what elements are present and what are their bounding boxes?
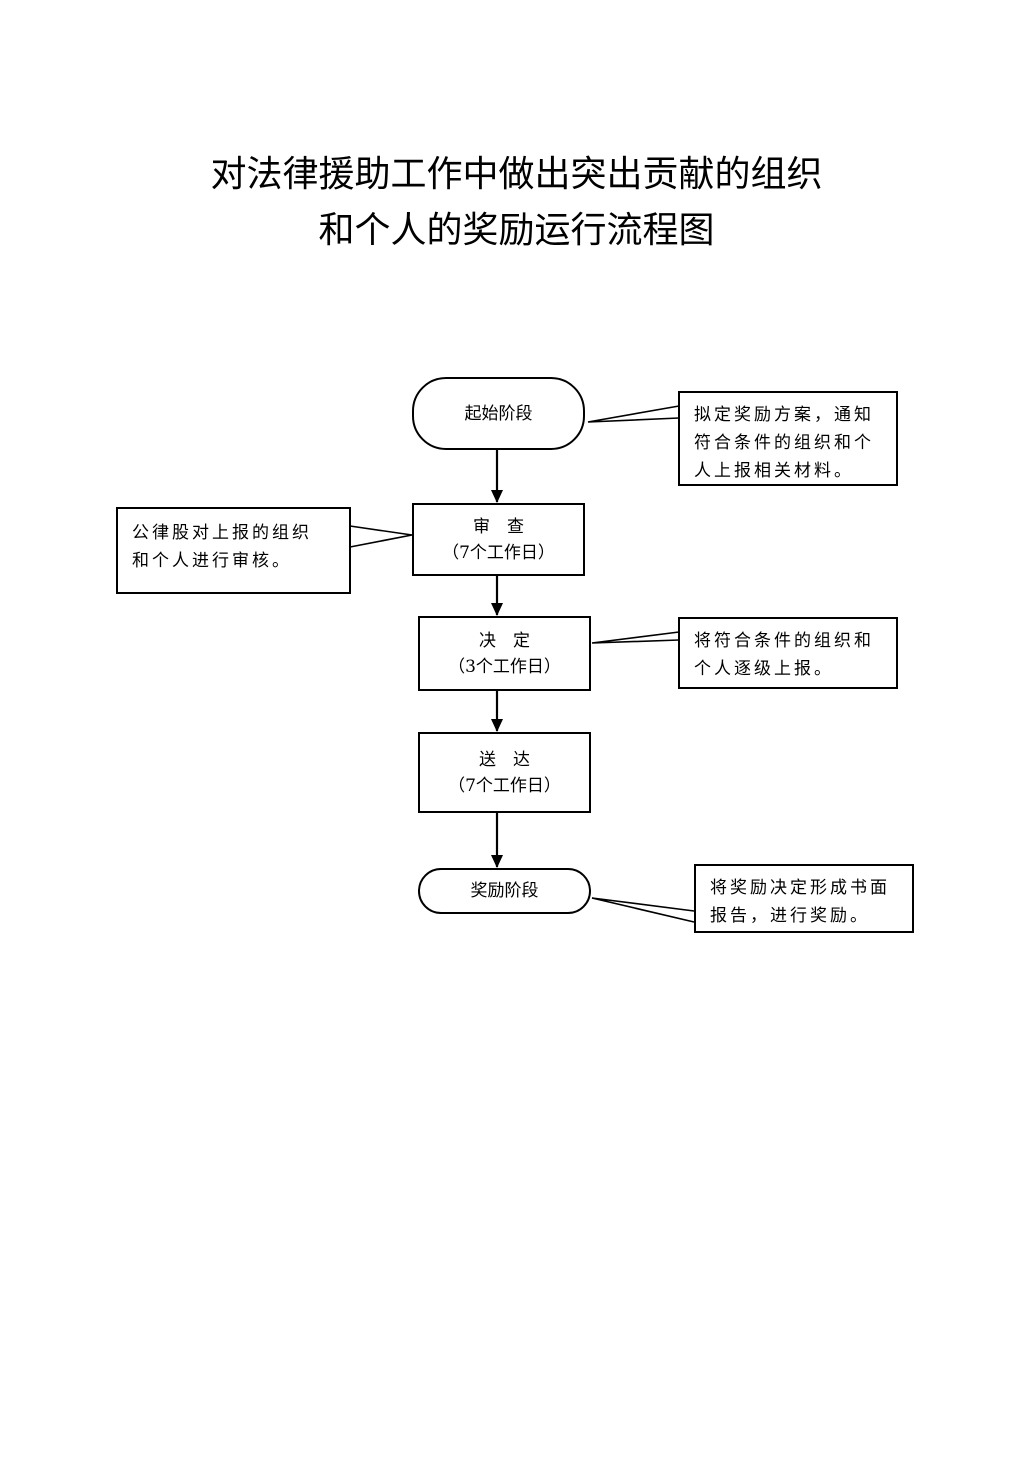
node-decide: 决 定 （3个工作日）	[418, 616, 591, 691]
node-start-stage: 起始阶段	[412, 377, 585, 450]
node-review-duration: （7个工作日）	[442, 542, 555, 563]
note-start-line-2: 符合条件的组织和个	[694, 433, 874, 453]
node-decide-duration: （3个工作日）	[448, 656, 561, 677]
note-start-line-3: 人上报相关材料。	[694, 461, 854, 481]
callout-pointer-start	[587, 405, 680, 423]
note-start-stage: 拟定奖励方案，通知 符合条件的组织和个 人上报相关材料。	[678, 391, 898, 486]
node-deliver-label: 送 达	[479, 749, 530, 770]
note-reward-line-1: 将奖励决定形成书面	[710, 878, 890, 898]
node-start-stage-label: 起始阶段	[464, 403, 533, 424]
node-review-label: 审 查	[473, 516, 524, 537]
note-review-line-1: 公律股对上报的组织	[132, 523, 312, 543]
note-review-line-2: 和个人进行审核。	[132, 551, 292, 571]
arrowhead-review-to-decide	[491, 603, 503, 616]
note-decide-line-2: 个人逐级上报。	[694, 659, 834, 679]
arrowhead-deliver-to-reward	[491, 855, 503, 868]
callout-pointer-review	[349, 525, 413, 548]
diagram-title-line-1: 对法律援助工作中做出突出贡献的组织	[210, 154, 823, 195]
note-reward-stage: 将奖励决定形成书面 报告，进行奖励。	[694, 864, 914, 933]
arrowhead-decide-to-deliver	[491, 719, 503, 732]
note-review: 公律股对上报的组织 和个人进行审核。	[116, 507, 351, 594]
note-decide-line-1: 将符合条件的组织和	[694, 631, 874, 651]
node-deliver: 送 达 （7个工作日）	[418, 732, 591, 813]
node-review: 审 查 （7个工作日）	[412, 503, 585, 576]
callout-pointer-reward	[591, 897, 695, 923]
arrowhead-start-to-review	[491, 490, 503, 503]
node-deliver-duration: （7个工作日）	[448, 775, 561, 796]
callout-pointer-decide	[591, 631, 680, 644]
note-reward-line-2: 报告，进行奖励。	[710, 906, 870, 926]
node-reward-stage: 奖励阶段	[418, 868, 591, 914]
note-decide: 将符合条件的组织和 个人逐级上报。	[678, 617, 898, 689]
diagram-title-line-2: 和个人的奖励运行流程图	[318, 210, 715, 251]
node-decide-label: 决 定	[479, 630, 530, 651]
node-reward-stage-label: 奖励阶段	[470, 881, 539, 901]
note-start-line-1: 拟定奖励方案，通知	[694, 405, 874, 425]
